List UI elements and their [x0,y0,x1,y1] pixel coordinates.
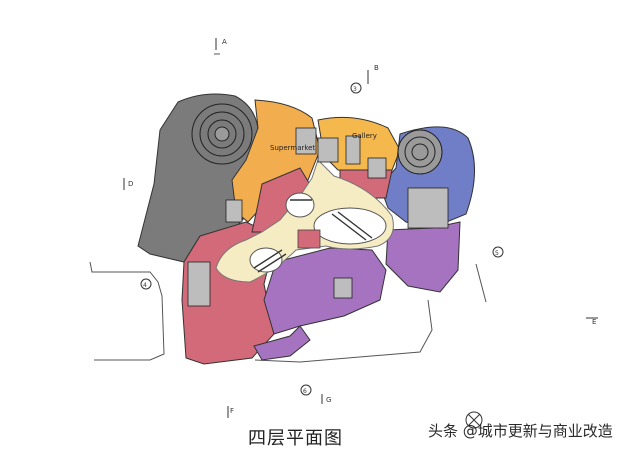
red-kiosk [297,229,321,249]
site-outline [89,53,487,363]
marker-circle-6: 6 [300,384,312,396]
supermarket-label: Supermarket [270,144,315,152]
svg-text:4: 4 [143,282,147,289]
building-cores [187,127,449,307]
marker-e: E [586,317,598,326]
marker-d: D [123,178,133,190]
svg-text:6: 6 [303,388,307,395]
marker-circle-4: 4 [140,278,152,290]
svg-text:A: A [222,38,227,46]
watermark-text: 头条 @城市更新与商业改造 [428,422,613,440]
marker-circle-3: 3 [350,82,362,94]
gallery-label: Gallery [352,132,377,140]
marker-a: A [215,38,227,50]
ramp-west [191,103,253,165]
marker-b: B [367,64,379,84]
svg-text:B: B [374,64,379,72]
atrium-void-east [313,207,387,245]
svg-text:5: 5 [495,250,499,257]
marker-f: F [227,406,234,418]
purple-retail-east [385,221,461,293]
svg-text:3: 3 [353,86,357,93]
svg-text:G: G [326,396,331,404]
ramp-east [397,129,443,175]
marker-circle-7 [465,411,483,429]
marker-circle-5: 5 [492,246,504,258]
purple-retail-southwest [253,325,311,361]
section-markers: A B D E F G 3 4 [123,38,598,429]
drawing-caption: 四层平面图 [248,428,343,449]
marker-g: G [321,394,331,404]
svg-text:F: F [230,407,234,415]
escalators [253,199,373,273]
svg-text:E: E [592,318,596,326]
atrium-void-north [285,192,315,218]
svg-text:D: D [128,180,133,188]
